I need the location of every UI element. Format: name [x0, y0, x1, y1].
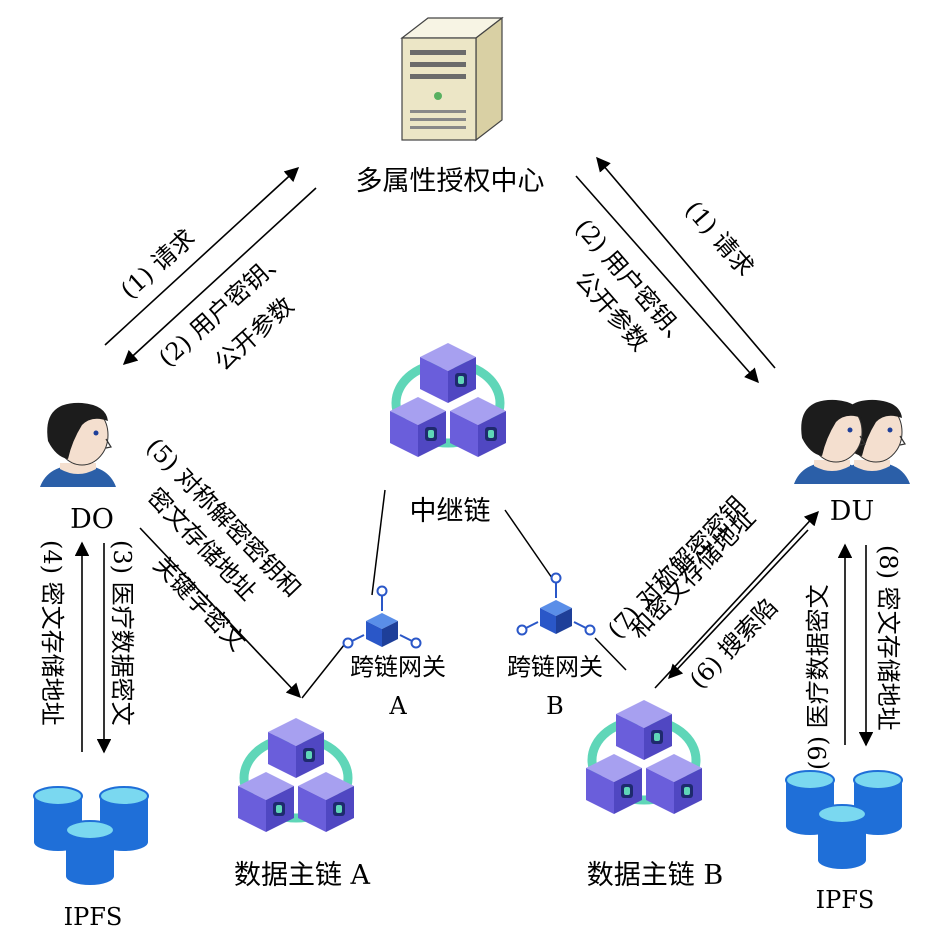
gateway-a-letter: A — [388, 692, 407, 720]
ipfs-left-label: IPFS — [64, 903, 123, 931]
gateway-a-icon — [342, 585, 422, 649]
gateway-a-label: 跨链网关 — [350, 653, 446, 681]
gateway-b-letter: B — [546, 692, 564, 720]
du-result-arrow — [668, 529, 809, 680]
data-user-icon — [793, 399, 911, 485]
data-owner-icon — [39, 402, 117, 488]
du-label: DU — [830, 496, 874, 527]
do-key-arrow — [122, 187, 317, 365]
gateway-b-label: 跨链网关 — [507, 653, 603, 681]
do-request-arrow — [104, 167, 300, 346]
relay-chain-icon — [390, 343, 506, 457]
relay-to-gateway-b-line — [504, 509, 553, 579]
ipfs-right-label: IPFS — [816, 886, 875, 914]
main-chain-a-label: 数据主链 A — [234, 860, 371, 891]
server-icon — [400, 16, 504, 142]
gateway-b-to-chain-b-line — [594, 637, 627, 671]
gateway-a-to-chain-a-line — [301, 639, 349, 699]
du-address-label: (8) 密文存储地址 — [874, 545, 902, 731]
main-chain-b-label: 数据主链 B — [587, 860, 723, 891]
du-trapdoor-arrow — [654, 510, 819, 689]
authority-label: 多属性授权中心 — [356, 166, 545, 197]
do-to-chain-arrow — [139, 527, 301, 699]
relay-chain-label: 中继链 — [410, 496, 491, 527]
gateway-b-icon — [516, 572, 596, 636]
ipfs-right-icon — [785, 770, 903, 870]
ipfs-left-icon — [33, 786, 149, 886]
do-upload-label: (3) 医疗数据密文 — [108, 540, 136, 726]
do-address-label: (4) 密文存储地址 — [38, 540, 66, 726]
du-chain-label-1: (7) 对称解密密钥 — [602, 491, 751, 644]
du-request-arrow — [575, 175, 759, 384]
du-data-label: (9) 医疗数据密文 — [804, 584, 832, 770]
do-label: DO — [70, 504, 114, 535]
main-chain-a-icon — [238, 718, 354, 832]
main-chain-b-icon — [586, 700, 702, 814]
relay-to-gateway-a-line — [371, 489, 386, 596]
do-request-label: (1) 请求 — [115, 224, 200, 305]
du-key-arrow — [596, 156, 776, 369]
